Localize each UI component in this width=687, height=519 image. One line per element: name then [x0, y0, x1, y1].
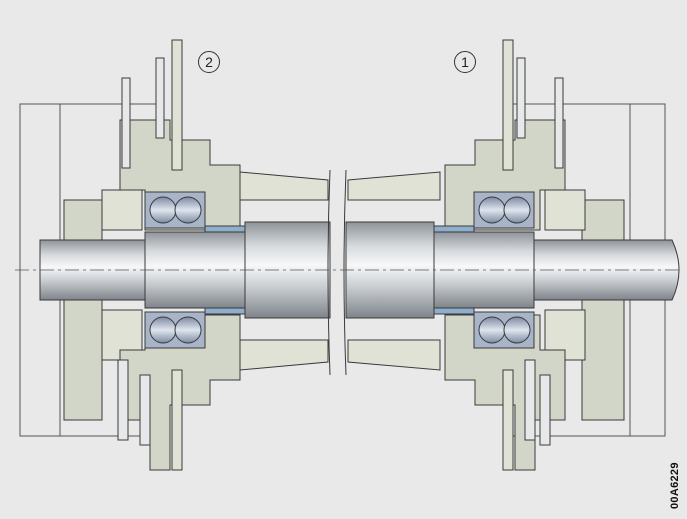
left-bearing	[144, 191, 206, 349]
callout-1: 1	[454, 51, 476, 73]
center-sleeves	[239, 171, 441, 371]
callout-2: 2	[198, 51, 220, 73]
right-bearing	[473, 191, 535, 349]
left-housing	[63, 39, 241, 471]
break-lines	[327, 169, 347, 376]
drawing-code: 00A6229	[669, 462, 681, 509]
adapter-sleeves	[204, 225, 475, 315]
